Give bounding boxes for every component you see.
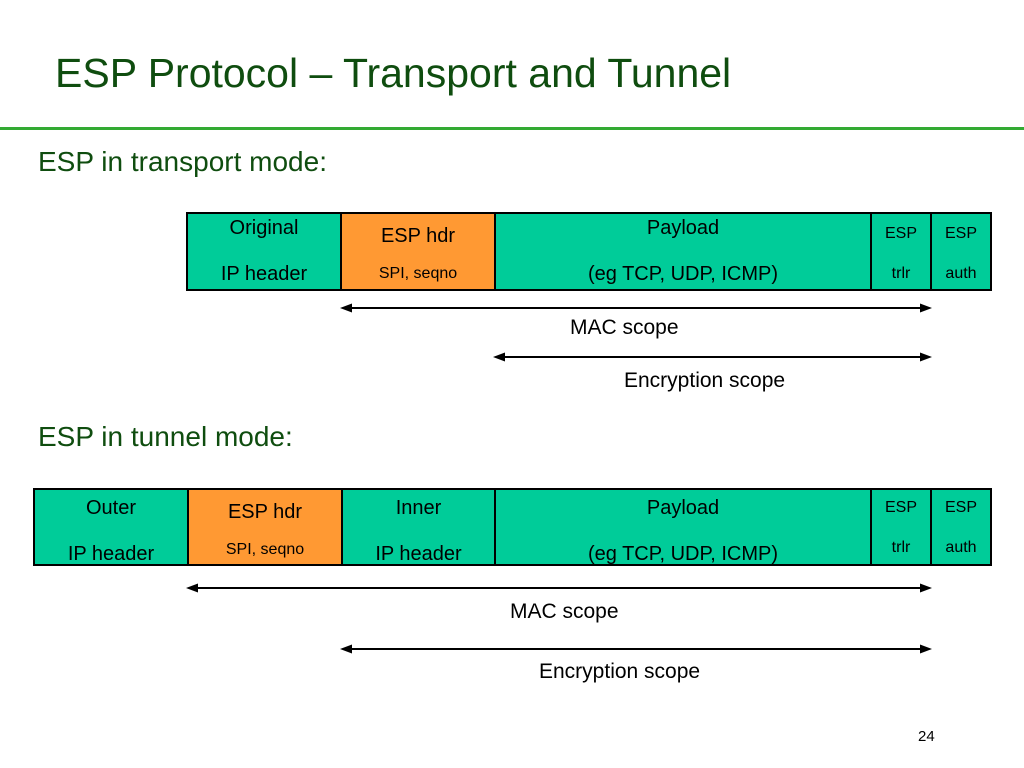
transport-payload-line1: Payload [646,217,720,239]
transport-mac-scope-label: MAC scope [570,316,679,339]
transport-original-ip-header: Original IP header [186,212,342,291]
tunnel-esp-trlr-line1: ESP [884,499,917,516]
transport-heading: ESP in transport mode: [38,146,327,177]
transport-esp-trailer: ESP trlr [870,212,932,291]
transport-payload: Payload (eg TCP, UDP, ICMP) [494,212,872,291]
transport-esp-trlr-line2: trlr [891,265,911,282]
tunnel-payload: Payload (eg TCP, UDP, ICMP) [494,488,872,566]
transport-esp-auth: ESP auth [930,212,992,291]
transport-original-ip-line2: IP header [220,263,308,285]
transport-original-ip-line1: Original [229,217,299,239]
slide-title: ESP Protocol – Transport and Tunnel [55,50,732,96]
tunnel-mac-scope-label: MAC scope [510,600,619,623]
tunnel-inner-ip-header: Inner IP header [341,488,496,566]
tunnel-esp-hdr-label: ESP hdr [227,501,303,523]
tunnel-payload-line1: Payload [646,497,720,519]
tunnel-outer-ip-header: Outer IP header [33,488,189,566]
tunnel-esp-auth-line1: ESP [944,499,977,516]
tunnel-esp-header: ESP hdr SPI, seqno [187,488,343,566]
tunnel-outer-ip-line1: Outer [85,497,137,519]
tunnel-inner-ip-line1: Inner [395,497,442,519]
transport-esp-auth-line1: ESP [944,225,977,242]
transport-encryption-scope-label: Encryption scope [624,369,786,392]
page-number: 24 [918,728,935,745]
transport-esp-hdr-fields: SPI, seqno [378,265,458,282]
tunnel-encryption-scope-arrow [340,644,932,654]
transport-payload-line2: (eg TCP, UDP, ICMP) [587,263,779,285]
transport-esp-hdr-label: ESP hdr [380,225,456,247]
tunnel-esp-hdr-fields: SPI, seqno [225,541,305,558]
tunnel-outer-ip-line2: IP header [67,543,155,565]
transport-esp-auth-line2: auth [945,265,977,282]
tunnel-esp-auth-line2: auth [945,539,977,556]
transport-encryption-scope-arrow [493,352,932,362]
transport-esp-trlr-line1: ESP [884,225,917,242]
tunnel-esp-trlr-line2: trlr [891,539,911,556]
transport-mac-scope-arrow [340,303,932,313]
tunnel-esp-trailer: ESP trlr [870,488,932,566]
tunnel-heading: ESP in tunnel mode: [38,421,293,452]
tunnel-encryption-scope-label: Encryption scope [539,660,701,683]
tunnel-inner-ip-line2: IP header [375,543,462,565]
tunnel-esp-auth: ESP auth [930,488,992,566]
tunnel-payload-line2: (eg TCP, UDP, ICMP) [587,543,779,565]
title-divider [0,127,1024,130]
tunnel-mac-scope-arrow [186,583,932,593]
